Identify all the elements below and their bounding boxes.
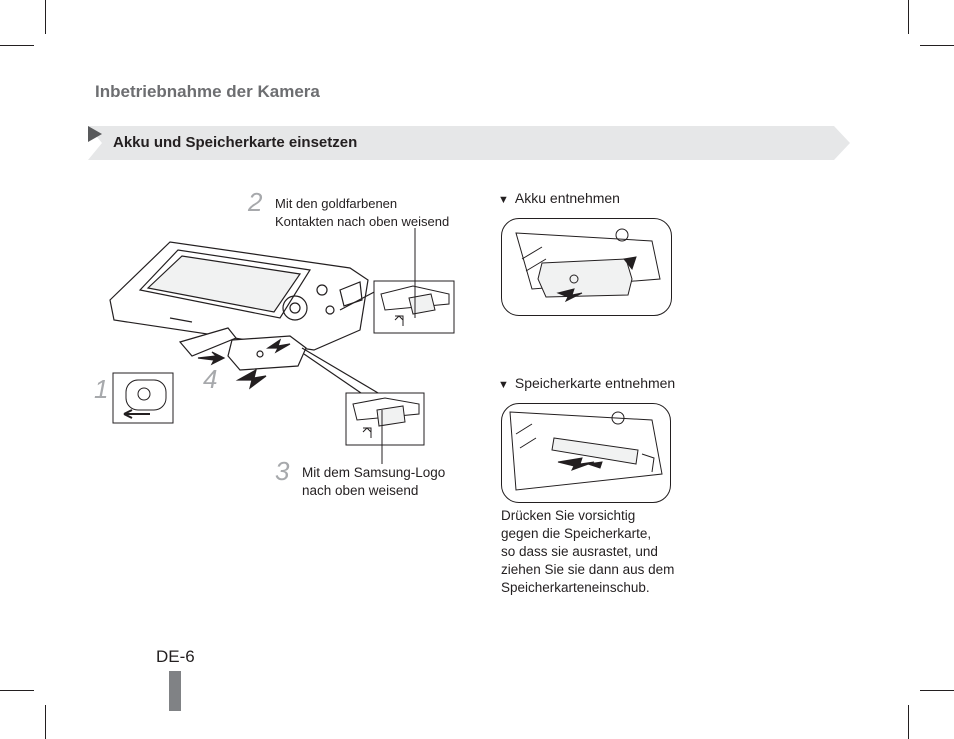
step-number-1: 1	[94, 374, 109, 404]
crop-mark	[908, 0, 909, 34]
crop-mark	[0, 45, 34, 46]
crop-mark	[920, 45, 954, 46]
step-number-2: 2	[248, 187, 263, 217]
page-tab-bar	[169, 671, 181, 711]
section-banner: Akku und Speicherkarte einsetzen	[88, 126, 850, 160]
crop-mark	[920, 690, 954, 691]
remove-card-heading: ▼Speicherkarte entnehmen	[498, 375, 676, 391]
card-removal-drawing	[509, 411, 663, 491]
step1-inset-illustration	[112, 372, 174, 424]
step3-inset-illustration	[345, 392, 425, 446]
step3-leader-line	[381, 410, 383, 464]
triangle-down-icon: ▼	[498, 379, 509, 391]
crop-mark	[908, 705, 909, 739]
remove-card-illustration	[501, 403, 671, 503]
remove-battery-illustration	[501, 218, 672, 316]
section-title: Inbetriebnahme der Kamera	[95, 82, 320, 101]
camera-insert-illustration	[109, 241, 391, 407]
crop-mark	[45, 705, 46, 739]
remove-card-note: Drücken Sie vorsichtig gegen die Speiche…	[501, 508, 675, 595]
step-number-4: 4	[203, 364, 218, 394]
step3-caption: Mit dem Samsung-Logo nach oben weisend	[302, 465, 446, 498]
step-number-3: 3	[275, 456, 290, 486]
crop-mark	[0, 690, 34, 691]
step2-leader-line	[414, 228, 416, 318]
battery-removal-drawing	[515, 228, 661, 303]
remove-battery-heading: ▼Akku entnehmen	[498, 190, 620, 206]
page-number: DE-6	[156, 647, 195, 666]
banner-title: Akku und Speicherkarte einsetzen	[113, 134, 358, 151]
triangle-down-icon: ▼	[498, 194, 509, 206]
step2-caption: Mit den goldfarbenen Kontakten nach oben…	[275, 196, 450, 229]
crop-mark	[45, 0, 46, 34]
arrow-right-icon	[88, 126, 102, 142]
banner-background	[88, 126, 850, 160]
